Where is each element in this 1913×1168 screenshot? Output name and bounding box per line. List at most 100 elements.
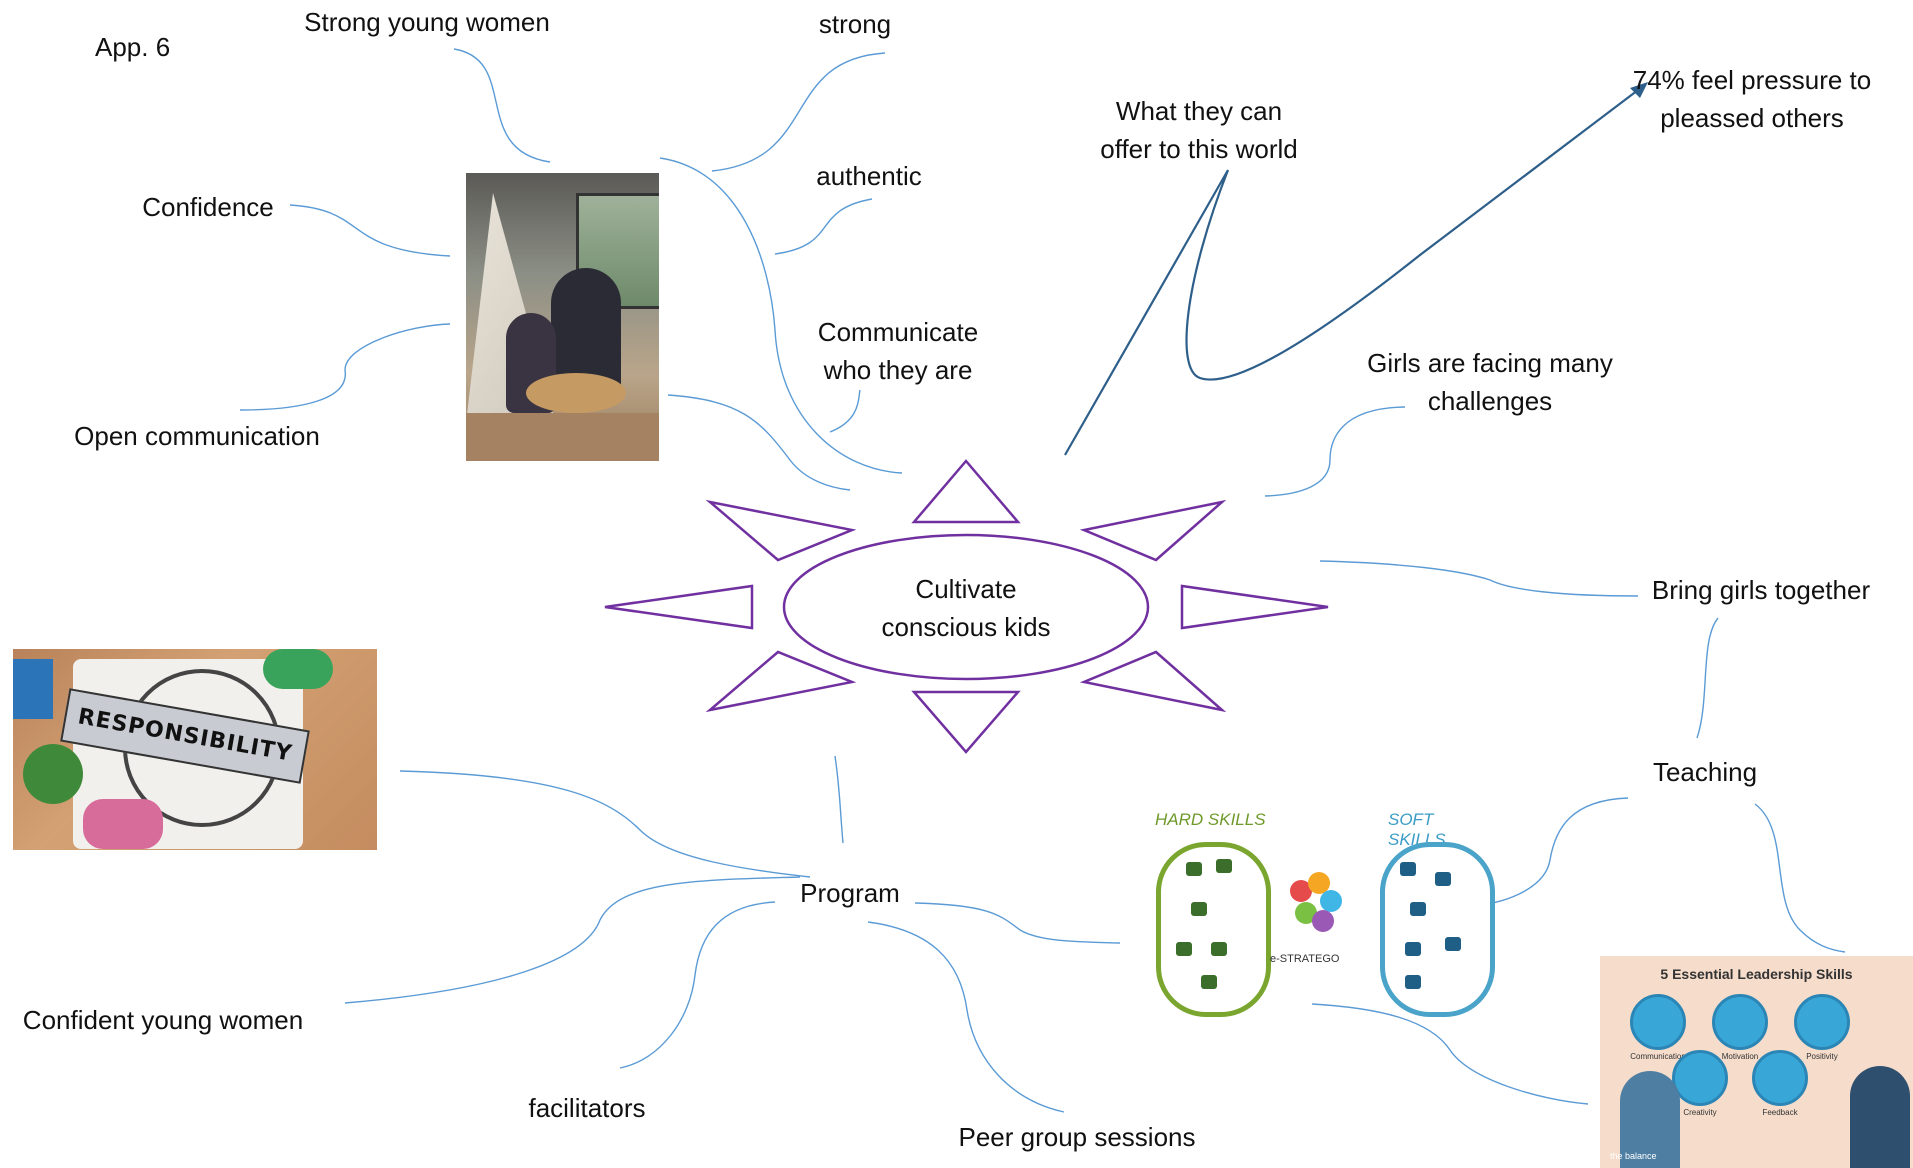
link-teaching-skills xyxy=(1469,797,1629,907)
strat-bubble-2 xyxy=(1308,872,1330,894)
center-line2: conscious kids xyxy=(881,612,1051,642)
motivation-icon xyxy=(1712,994,1768,1050)
strat-bubble-4 xyxy=(1295,902,1317,924)
label-challenges-line2: challenges xyxy=(1427,386,1553,416)
resp-hand-top xyxy=(263,649,333,689)
soft-icon-5 xyxy=(1445,937,1461,951)
creativity-icon xyxy=(1672,1050,1728,1106)
label-offer: What they can offer to this world xyxy=(1100,92,1298,168)
leadership-item-positivity: Positivity xyxy=(1806,1052,1838,1061)
feedback-icon xyxy=(1752,1050,1808,1106)
ray-bottom xyxy=(911,690,1021,754)
resp-notepad xyxy=(13,659,53,719)
ray-upper-left xyxy=(705,499,857,562)
leadership-item-feedback: Feedback xyxy=(1762,1108,1798,1117)
label-bring-girls: Bring girls together xyxy=(1651,575,1871,605)
label-confident-young-women: Confident young women xyxy=(22,1005,304,1035)
label-pressure-line1: 74% feel pressure to xyxy=(1632,65,1872,95)
link-photo-to-sun xyxy=(659,157,903,474)
link-teaching-leadership xyxy=(1754,803,1846,953)
pressure-arrow xyxy=(1064,83,1647,456)
hard-icon-6 xyxy=(1201,975,1217,989)
label-program: Program xyxy=(800,878,900,908)
appendix-label: App. 6 xyxy=(95,32,171,62)
link-bring-to-teaching xyxy=(1696,617,1719,739)
sun-rays xyxy=(604,459,1329,754)
link-program-facilitators xyxy=(619,901,776,1069)
positivity-icon xyxy=(1794,994,1850,1050)
link-skills-leadership xyxy=(1311,1003,1589,1105)
hard-skills-brain xyxy=(1156,842,1271,1017)
label-pressure: 74% feel pressure to pleassed others xyxy=(1633,61,1871,137)
soft-icon-3 xyxy=(1410,902,1426,916)
pressure-arrow-head xyxy=(1630,82,1648,98)
soft-icon-2 xyxy=(1435,872,1451,886)
link-authentic xyxy=(774,198,873,255)
leadership-person-left xyxy=(1620,1071,1680,1168)
brand-label: the balance xyxy=(1610,1151,1657,1161)
ray-lower-left xyxy=(705,650,857,713)
strat-bubble-1 xyxy=(1290,880,1312,902)
hard-skills-title: HARD SKILLS xyxy=(1155,810,1266,829)
estratego-label: e-STRATEGO xyxy=(1270,953,1340,965)
leadership-item-communication: Communication xyxy=(1630,1052,1686,1061)
hard-icon-1 xyxy=(1186,862,1202,876)
leadership-item-creativity: Creativity xyxy=(1683,1108,1717,1117)
link-program-skills xyxy=(914,902,1121,944)
ray-right xyxy=(1180,584,1329,630)
hard-icon-5 xyxy=(1211,942,1227,956)
link-strong-young-women xyxy=(453,48,551,163)
link-confidence xyxy=(289,204,451,257)
communication-icon xyxy=(1630,994,1686,1050)
link-open-communication xyxy=(239,323,451,411)
label-pressure-line2: pleassed others xyxy=(1660,103,1844,133)
photo-floor xyxy=(466,413,659,461)
ray-top xyxy=(911,459,1021,524)
link-program-confident xyxy=(344,876,801,1004)
link-sun-program xyxy=(834,755,844,844)
label-authentic: authentic xyxy=(816,161,922,191)
responsibility-photo: RESPONSIBILITY xyxy=(13,649,377,850)
label-strong-young-women: Strong young women xyxy=(304,7,550,37)
leadership-person-right xyxy=(1850,1066,1910,1168)
hard-icon-4 xyxy=(1176,942,1192,956)
photo-table xyxy=(526,373,626,413)
soft-icon-6 xyxy=(1405,975,1421,989)
resp-plant xyxy=(23,744,83,804)
label-communicate-line1: Communicate xyxy=(817,317,979,347)
label-challenges-line1: Girls are facing many xyxy=(1367,348,1613,378)
leadership-title: 5 Essential Leadership Skills xyxy=(1660,966,1853,982)
center-line1: Cultivate xyxy=(915,574,1017,604)
strat-bubble-5 xyxy=(1312,910,1334,932)
link-challenges xyxy=(1264,406,1406,497)
link-communicate xyxy=(829,389,861,433)
strat-bubble-3 xyxy=(1320,890,1342,912)
hard-icon-3 xyxy=(1191,902,1207,916)
link-bring-girls xyxy=(1319,560,1639,597)
soft-icon-1 xyxy=(1400,862,1416,876)
label-facilitators: facilitators xyxy=(528,1093,646,1123)
label-teaching: Teaching xyxy=(1652,757,1758,787)
label-confidence: Confidence xyxy=(142,192,274,222)
skills-graphic: HARD SKILLS SOFT SKILLS e-STRATEGO xyxy=(1150,810,1495,1017)
soft-skills-brain xyxy=(1380,842,1495,1017)
ray-lower-right xyxy=(1079,650,1227,713)
label-peer-group: Peer group sessions xyxy=(958,1122,1196,1152)
link-program-peer xyxy=(867,921,1065,1113)
ray-left xyxy=(604,584,754,630)
ray-upper-right xyxy=(1079,499,1227,562)
hard-icon-2 xyxy=(1216,859,1232,873)
link-resp-program xyxy=(399,770,811,878)
label-communicate: Communicate who they are xyxy=(818,313,978,389)
link-strong xyxy=(711,52,886,172)
center-ellipse xyxy=(782,533,1150,681)
leadership-graphic: 5 Essential Leadership Skills Communicat… xyxy=(1600,956,1913,1168)
soft-icon-4 xyxy=(1405,942,1421,956)
label-open-communication: Open communication xyxy=(74,421,320,451)
family-photo xyxy=(466,173,659,461)
label-strong: strong xyxy=(818,9,892,39)
label-challenges: Girls are facing many challenges xyxy=(1367,344,1613,420)
label-communicate-line2: who they are xyxy=(823,355,973,385)
